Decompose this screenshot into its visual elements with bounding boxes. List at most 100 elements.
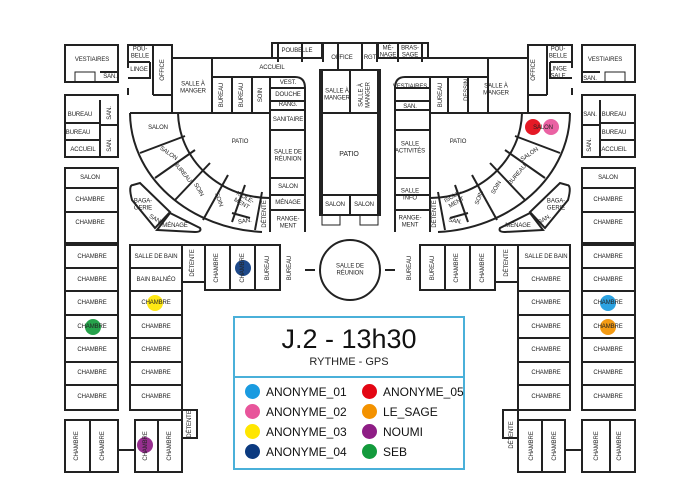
room-label: ISOLE- MENT — [232, 190, 255, 211]
room-label: CHAMBRE — [593, 299, 623, 306]
room-label: RGT — [363, 54, 377, 61]
room-label: ISOLE- MENT — [443, 189, 466, 210]
room-label: CHAMBRE — [141, 299, 171, 306]
room-label: CHAMBRE — [77, 393, 107, 400]
room-label: MÉ- NAGE — [379, 45, 397, 59]
legend-label: ANONYME_03 — [266, 424, 347, 439]
room-label: CHAMBRE — [616, 431, 623, 461]
legend-item: ANONYME_03 — [245, 424, 347, 439]
room-label: DÉTENTE — [261, 200, 268, 228]
room-label: CHAMBRE — [593, 196, 623, 203]
room-label: LINGE — [130, 66, 148, 73]
legend-item: LE_SAGE — [362, 404, 438, 419]
room-label: SALON — [278, 183, 298, 190]
room-label: OFFICE — [159, 59, 166, 81]
room-label: SALON — [520, 146, 540, 163]
room-label: RANG. — [278, 101, 298, 108]
room-label: BUREAU — [507, 163, 528, 187]
room-label: MÉNAGE — [162, 222, 188, 229]
room-label: POU- BELLE — [130, 46, 150, 60]
room-label: PATIO — [231, 138, 249, 145]
room-label: CHAMBRE — [142, 431, 149, 461]
room-label: CHAMBRE — [531, 299, 561, 306]
room-label: VESTIAIRES — [392, 83, 428, 90]
room-label: SOIN — [474, 190, 486, 206]
room-label: SALLE À MANGER — [180, 81, 206, 95]
room-label: CHAMBRE — [593, 253, 623, 260]
room-label: SOIN — [490, 180, 503, 196]
legend-swatch-icon — [362, 384, 377, 399]
legend-divider — [235, 376, 463, 378]
room-label: CHAMBRE — [239, 253, 246, 283]
gps-marker-anonyme-02 — [543, 119, 559, 135]
room-label: SALLE À MANGER — [358, 82, 372, 108]
room-label: CHAMBRE — [141, 393, 171, 400]
room-label: CHAMBRE — [593, 276, 623, 283]
legend-label: NOUMI — [383, 424, 423, 439]
room-label: VEST. — [279, 79, 297, 86]
room-label: CHAMBRE — [166, 431, 173, 461]
room-label: SAN. — [106, 138, 113, 152]
room-label: SALLE À MANGER — [483, 83, 509, 97]
room-label: BAIN BALNÉO — [136, 276, 176, 283]
room-label: DÉTENTE — [503, 249, 510, 277]
legend-swatch-icon — [245, 444, 260, 459]
room-label: SOIN — [212, 192, 224, 208]
legend-swatch-icon — [362, 404, 377, 419]
room-label: CHAMBRE — [593, 323, 623, 330]
room-label: BUREAU — [218, 82, 225, 108]
legend-item: ANONYME_05 — [362, 384, 464, 399]
room-label: PATIO — [339, 150, 359, 158]
room-label: VESTIAIRES — [74, 56, 110, 63]
gps-marker-anonyme-05 — [525, 119, 541, 135]
room-label: CHAMBRE — [213, 253, 220, 283]
room-label: SALLE DE BAIN — [524, 253, 568, 260]
room-label: ACCUEIL — [70, 146, 96, 153]
room-label: SALLE INFO — [400, 188, 420, 202]
gps-marker-anonyme-01 — [600, 295, 616, 311]
room-label: SAN. — [403, 103, 417, 110]
room-label: CHAMBRE — [77, 369, 107, 376]
room-label: CHAMBRE — [141, 369, 171, 376]
room-label: SAN. — [237, 217, 253, 226]
room-label: SALON — [158, 145, 178, 162]
gps-marker-le-sage — [600, 319, 616, 335]
room-label: SAN. — [583, 75, 597, 82]
room-label: SAN. — [147, 213, 163, 226]
room-label: SOIN — [257, 87, 264, 103]
room-label: BUREAU — [601, 111, 627, 118]
room-label: SALON — [80, 174, 100, 181]
room-label: SAN. — [103, 73, 117, 80]
room-label: BUREAU — [172, 161, 193, 185]
room-label: CHAMBRE — [141, 323, 171, 330]
legend-item: ANONYME_04 — [245, 444, 347, 459]
room-label: BAGA- GERIE — [133, 198, 153, 212]
room-label: SALON — [533, 124, 553, 131]
room-label: CHAMBRE — [99, 431, 106, 461]
room-label: CHAMBRE — [593, 393, 623, 400]
gps-marker-anonyme-03 — [147, 295, 163, 311]
room-label: CHAMBRE — [531, 393, 561, 400]
gps-marker-noumi — [137, 437, 153, 453]
room-label: CHAMBRE — [77, 299, 107, 306]
room-label: CHAMBRE — [593, 219, 623, 226]
room-label: POU- BELLE — [548, 46, 568, 60]
room-label: SALLE DE RÉUNION — [274, 149, 302, 163]
room-label: CHAMBRE — [77, 323, 107, 330]
room-label: SANITAIRE — [272, 116, 304, 123]
room-label: RANGE- MENT — [398, 215, 422, 229]
room-label: SOIN — [192, 182, 205, 198]
room-label: CHAMBRE — [75, 219, 105, 226]
room-label: SALON — [354, 201, 374, 208]
room-label: CHAMBRE — [73, 431, 80, 461]
legend-label: ANONYME_01 — [266, 384, 347, 399]
room-label: DÉTENTE — [186, 410, 193, 438]
room-label: PATIO — [449, 138, 467, 145]
room-label: SAN. — [537, 213, 553, 226]
room-label: SALLE À MANGER — [324, 88, 350, 102]
room-label: SAN. — [586, 138, 593, 152]
room-label: OFFICE — [331, 54, 353, 61]
room-label: BUREAU — [286, 255, 293, 281]
